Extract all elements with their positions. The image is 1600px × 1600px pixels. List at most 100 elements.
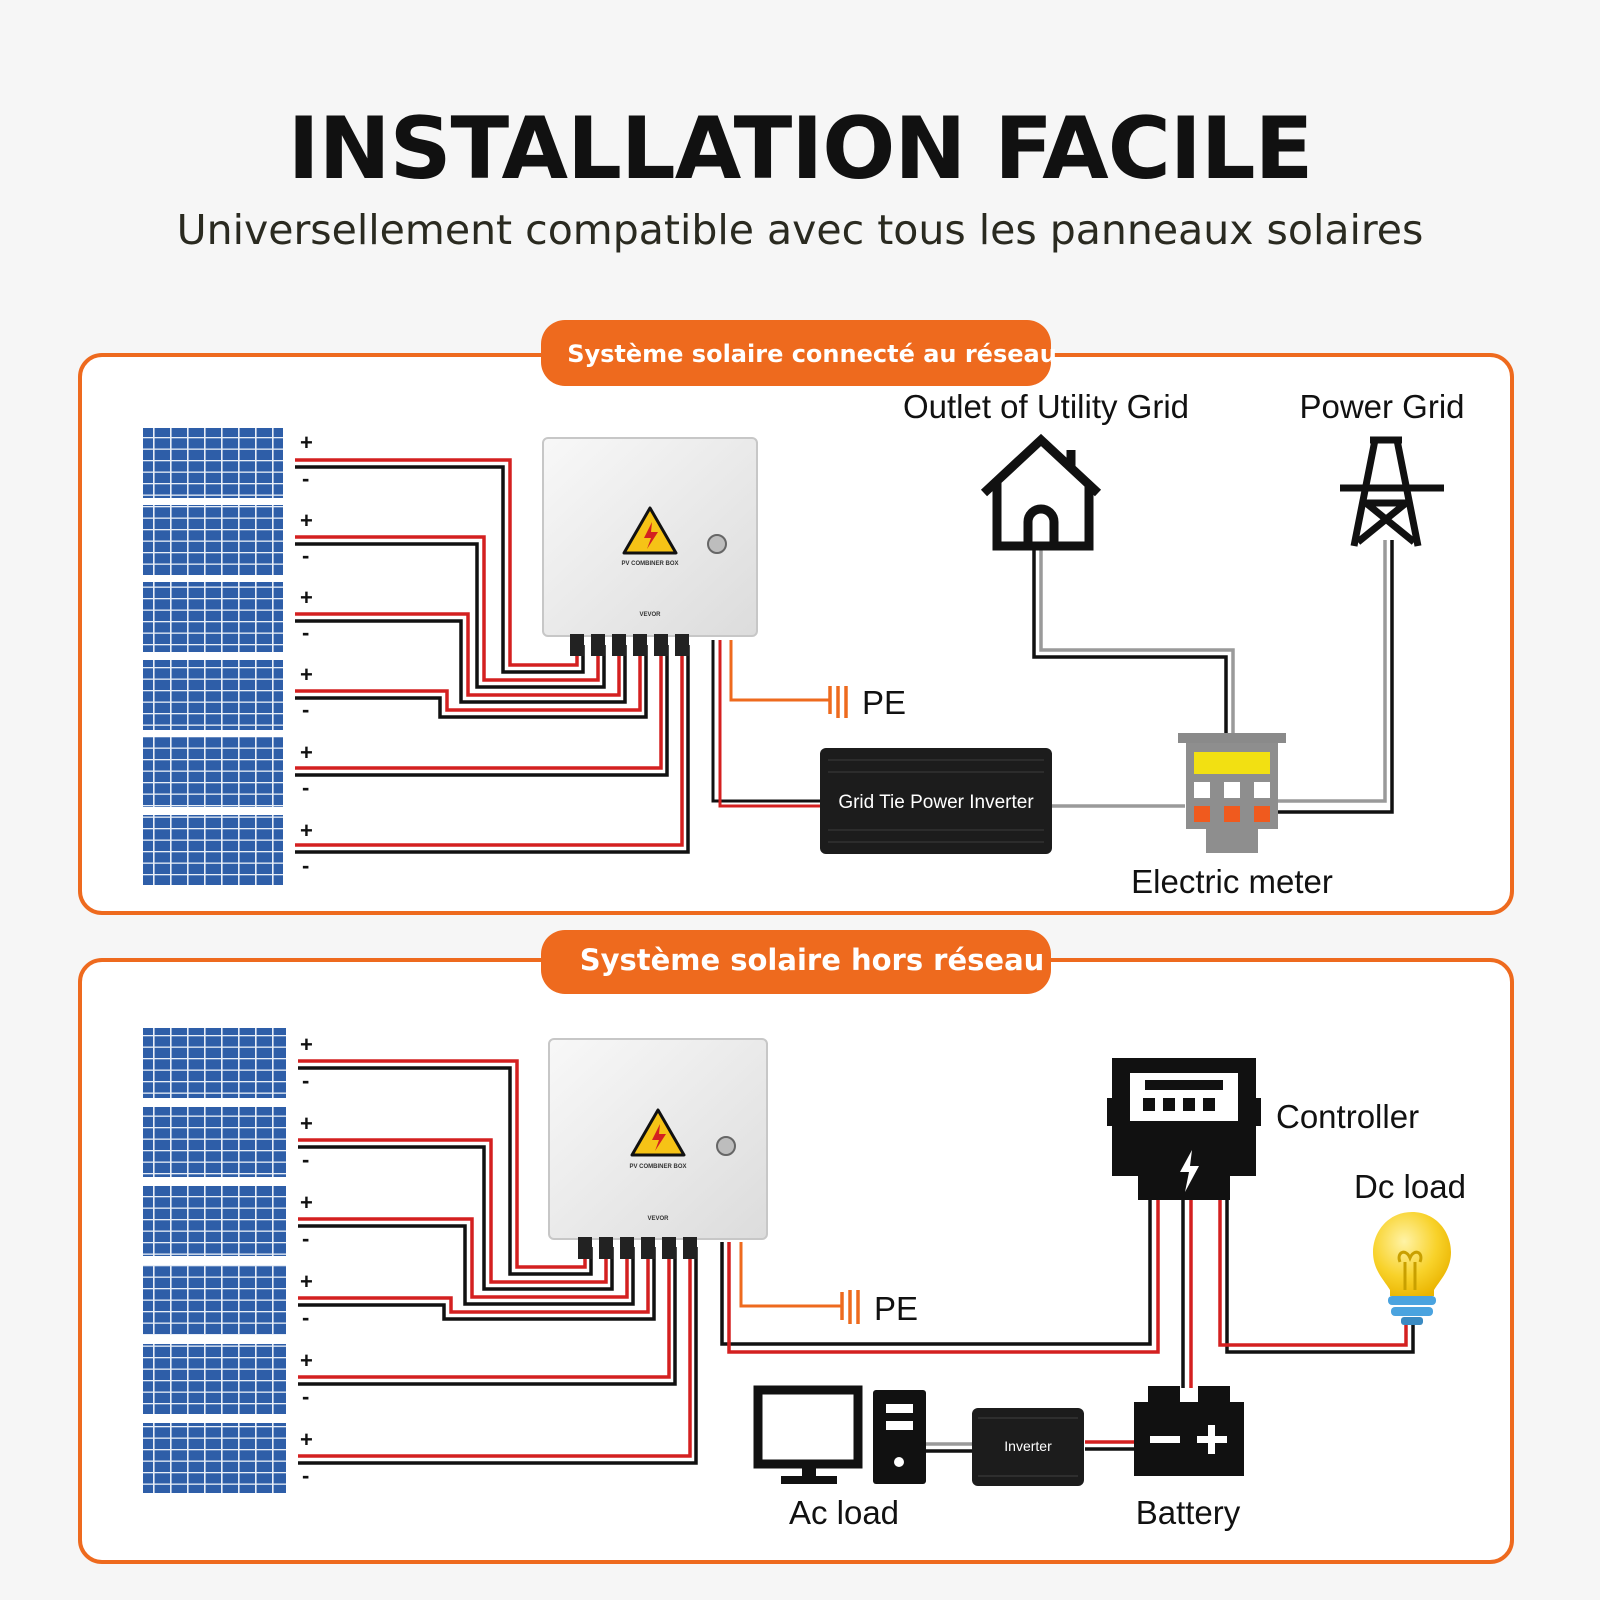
minus-sign: - [302, 466, 309, 491]
wire-red [1218, 1197, 1408, 1347]
house-label: Outlet of Utility Grid [903, 388, 1189, 425]
wire-gray [1039, 550, 1235, 738]
polarity-marks: + - + - + - + - + - + - [300, 430, 313, 878]
pe-label: PE [874, 1290, 918, 1327]
solar-panel [143, 505, 283, 575]
minus-sign: - [302, 775, 309, 800]
minus-sign: - [302, 697, 309, 722]
plus-sign: + [300, 1111, 313, 1136]
solar-panel [143, 815, 283, 885]
solar-panel [143, 1265, 286, 1335]
solar-panel [143, 1107, 286, 1177]
wire-black [298, 1247, 656, 1321]
wire-red [295, 458, 579, 667]
combiner-glands [570, 634, 689, 656]
ground-icon [840, 1290, 860, 1324]
solar-panel [143, 1423, 286, 1493]
wire-gray [1278, 540, 1387, 803]
off-grid-banner-text: Système solaire hors réseau [580, 943, 1045, 977]
minus-sign: - [302, 1147, 309, 1172]
wire-red [295, 645, 684, 847]
solar-panel-array [143, 1028, 286, 1493]
combiner-brand: VEVOR [647, 1216, 669, 1222]
wire-red [295, 612, 621, 697]
combiner-brand: VEVOR [639, 612, 661, 618]
ground-icon [828, 686, 848, 718]
plus-sign: + [300, 508, 313, 533]
wire-red [298, 1247, 650, 1314]
plus-sign: + [300, 662, 313, 687]
minus-sign: - [302, 1226, 309, 1251]
panel-wiring [298, 1059, 698, 1465]
solar-panel [143, 1186, 286, 1256]
combiner-box: PV COMBINER BOX VEVOR [548, 1038, 768, 1259]
inverter-label: Inverter [1004, 1438, 1052, 1454]
wire-black [298, 1224, 635, 1306]
plus-sign: + [300, 818, 313, 843]
solar-panel [143, 582, 283, 652]
page-title: INSTALLATION FACILE [288, 99, 1313, 199]
bolt-icon [1180, 1150, 1199, 1192]
pe-label: PE [862, 684, 906, 721]
wire-red [298, 1247, 671, 1379]
computer-icon [753, 1385, 926, 1484]
lock-icon [716, 1136, 736, 1156]
polarity-marks: + - + - + - + - + - + - [300, 1032, 313, 1488]
lightning-icon [652, 1124, 666, 1151]
plus-sign: + [300, 1348, 313, 1373]
wire-black [720, 1197, 1152, 1346]
solar-panel [143, 1028, 286, 1098]
plus-sign: + [300, 1190, 313, 1215]
grid-wiring [1032, 540, 1394, 814]
solar-panel [143, 737, 283, 807]
wire-black [295, 645, 648, 719]
minus-sign: - [302, 543, 309, 568]
minus-sign: - [302, 1384, 309, 1409]
grid-tie-banner [541, 320, 1051, 386]
wire-red [727, 1197, 1160, 1354]
house-icon [980, 433, 1102, 551]
wire-black [298, 1247, 677, 1386]
solar-panel [143, 660, 283, 730]
power-grid-label: Power Grid [1299, 388, 1464, 425]
plus-sign: + [300, 740, 313, 765]
lightning-icon [644, 522, 658, 549]
minus-sign: - [302, 620, 309, 645]
inverter-body [972, 1408, 1084, 1486]
grid-tie-frame [78, 353, 1514, 915]
wire-red [295, 535, 600, 682]
minus-sign: - [302, 1305, 309, 1330]
wire-black [1225, 1197, 1415, 1354]
plus-sign: + [300, 430, 313, 455]
wire-black [298, 1066, 593, 1276]
plus-sign: + [300, 1269, 313, 1294]
electric-meter-label: Electric meter [1131, 863, 1333, 900]
wire-black [295, 645, 669, 777]
inverter-label: Grid Tie Power Inverter [838, 792, 1034, 813]
wire-orange [739, 1242, 842, 1308]
wire-black [295, 465, 585, 674]
page-subtitle: Universellement compatible avec tous les… [177, 206, 1424, 254]
battery-icon [1134, 1386, 1244, 1476]
off-grid-banner [541, 930, 1051, 994]
solar-panel-array [143, 428, 283, 885]
grid-tie-section: Système solaire connecté au réseau + - +… [78, 320, 1514, 915]
grid-tie-inverter: Grid Tie Power Inverter [820, 748, 1052, 854]
combiner-glands [578, 1237, 697, 1259]
electric-meter-icon [1178, 733, 1286, 853]
solar-panel [143, 428, 283, 498]
wire-red [295, 645, 642, 712]
power-tower-icon [1340, 436, 1444, 547]
solar-panel [143, 1344, 286, 1414]
inverter-body [820, 748, 1052, 854]
plus-sign: + [300, 1427, 313, 1452]
wire-black [1278, 540, 1394, 814]
light-bulb-icon [1373, 1212, 1451, 1325]
wire-black [298, 1145, 614, 1291]
wire-red [298, 1247, 692, 1458]
plus-sign: + [300, 585, 313, 610]
wire-black [295, 645, 690, 854]
dc-load-label: Dc load [1354, 1168, 1466, 1205]
